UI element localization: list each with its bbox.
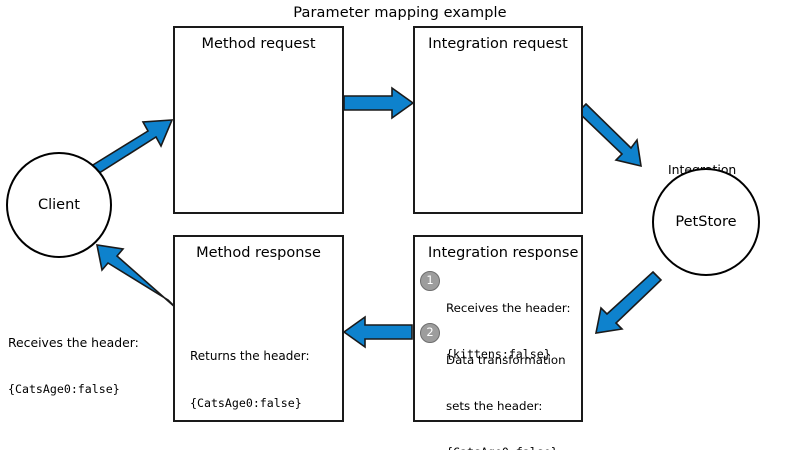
method-response-body-line2: {CatsAge0:false}	[190, 395, 302, 410]
step-1-line1: Receives the header:	[446, 300, 571, 315]
step-1-line2: {kittens:false}	[446, 346, 551, 361]
node-client-label: Client	[38, 197, 80, 213]
integration-response-step-1: 1 Receives the header: {kittens:false}	[420, 270, 571, 392]
step-2-line2: sets the header:	[446, 398, 543, 413]
page-title: Parameter mapping example	[293, 5, 507, 21]
box-integration-request-title: Integration request	[428, 36, 568, 52]
box-integration-response-title: Integration response	[428, 245, 579, 261]
client-caption: Receives the header: {CatsAge0:false}	[8, 303, 139, 429]
client-caption-line2: {CatsAge0:false}	[8, 382, 120, 397]
arrow-integration-response-to-method-response	[342, 315, 413, 349]
node-petstore-label: PetStore	[675, 214, 737, 230]
method-response-body: Returns the header: {CatsAge0:false}	[190, 318, 310, 442]
method-response-body-line1: Returns the header:	[190, 349, 310, 364]
arrow-integration-request-to-endpoint	[576, 102, 642, 168]
box-method-request-title: Method request	[201, 36, 316, 52]
step-2-line1: Data transformation	[446, 352, 566, 367]
client-caption-line1: Receives the header:	[8, 334, 139, 350]
node-petstore[interactable]: PetStore	[652, 168, 760, 276]
box-integration-response[interactable]: Integration response 1 Receives the head…	[413, 235, 583, 450]
step-1-text: Receives the header: {kittens:false}	[446, 270, 571, 392]
step-2-text: Data transformation sets the header: {Ca…	[446, 322, 566, 450]
box-integration-request[interactable]: Integration request	[413, 26, 583, 214]
integration-response-step-2: 2 Data transformation sets the header: {…	[420, 322, 566, 450]
arrow-endpoint-to-integration-response	[594, 270, 663, 334]
box-method-response[interactable]: Method response Returns the header: {Cat…	[173, 235, 344, 422]
box-method-request[interactable]: Method request	[173, 26, 344, 214]
step-badge-1: 1	[420, 271, 440, 291]
step-badge-2: 2	[420, 323, 440, 343]
arrow-method-response-to-client	[95, 244, 177, 309]
box-method-response-title: Method response	[196, 245, 321, 261]
arrow-method-request-to-integration-request	[343, 86, 415, 120]
arrow-client-to-method-request	[86, 119, 174, 176]
step-2-line3: {CatsAge0:false}	[446, 445, 566, 450]
node-client[interactable]: Client	[6, 152, 112, 258]
